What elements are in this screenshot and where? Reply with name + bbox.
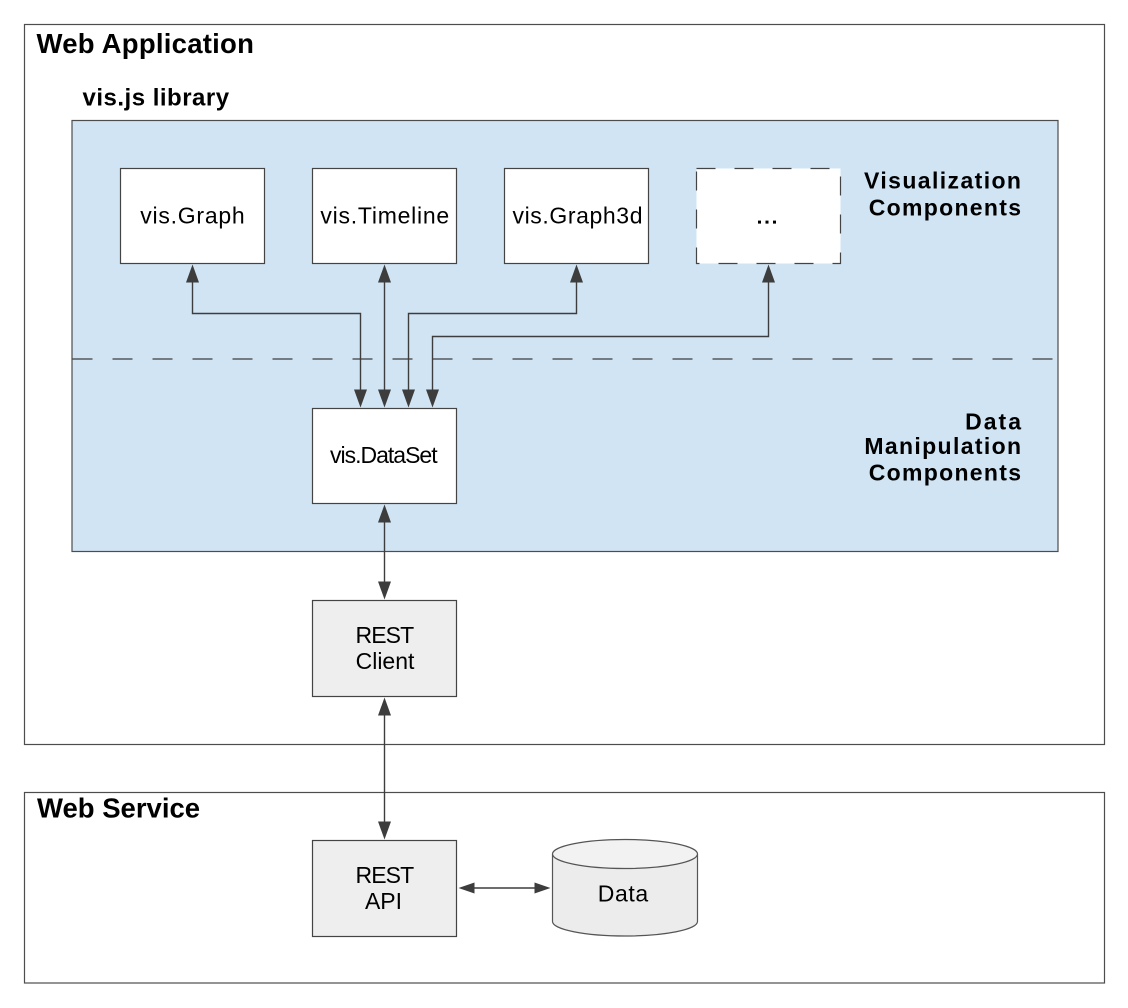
svg-text:vis.Timeline: vis.Timeline — [320, 203, 450, 229]
svg-text:Web Service: Web Service — [37, 793, 200, 824]
svg-text:REST: REST — [356, 622, 415, 648]
svg-text:Manipulation: Manipulation — [864, 433, 1022, 459]
svg-text:Visualization: Visualization — [864, 168, 1022, 194]
svg-text:Components: Components — [869, 195, 1023, 221]
svg-text:vis.Graph3d: vis.Graph3d — [512, 203, 643, 229]
svg-text:Data: Data — [598, 881, 649, 907]
svg-text:Web Application: Web Application — [37, 28, 255, 59]
svg-text:API: API — [365, 888, 402, 914]
svg-text:Data: Data — [965, 409, 1023, 435]
svg-text:Components: Components — [869, 460, 1023, 486]
svg-text:vis.DataSet: vis.DataSet — [330, 442, 438, 468]
svg-text:vis.Graph: vis.Graph — [140, 203, 245, 229]
svg-text:REST: REST — [356, 862, 415, 888]
svg-text:Client: Client — [356, 648, 415, 674]
svg-text:vis.js library: vis.js library — [83, 85, 230, 112]
